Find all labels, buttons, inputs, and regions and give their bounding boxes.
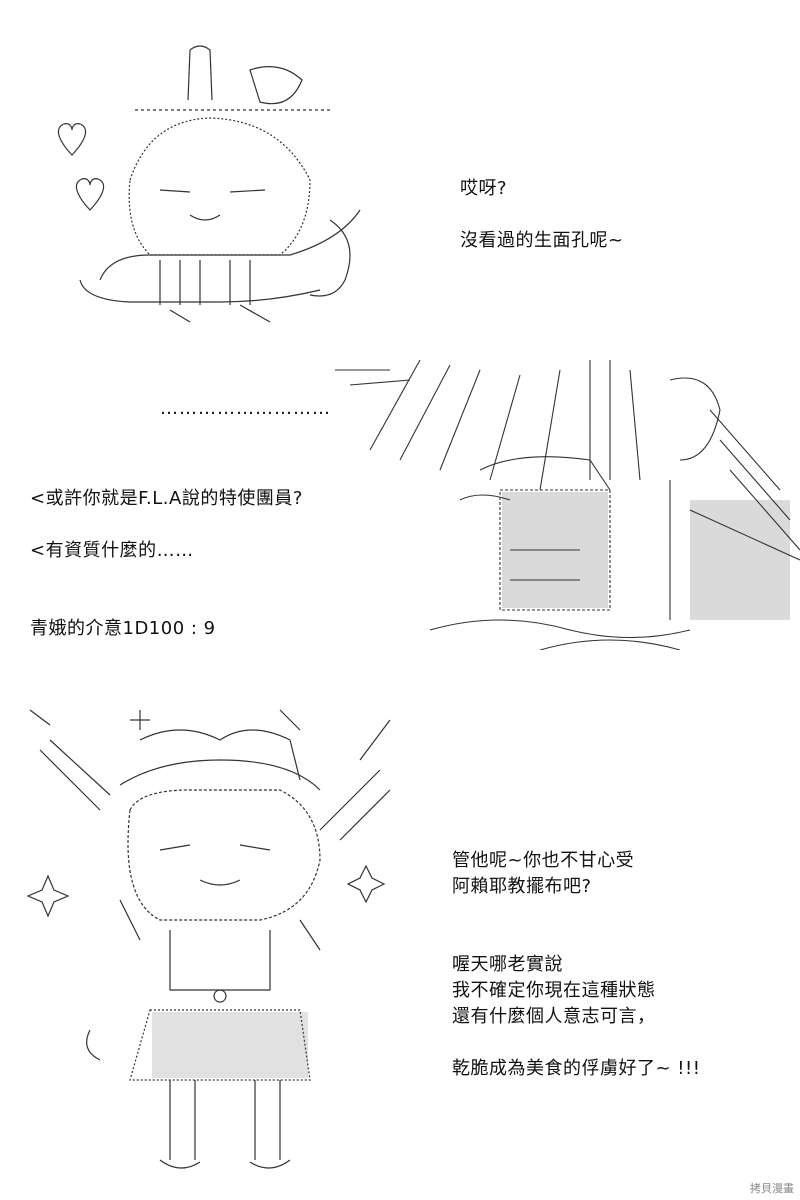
panel-1: 哎呀? 沒看過的生面孔呢~ [0, 0, 800, 340]
dialogue-line: <有資質什麼的…… [30, 540, 194, 561]
dice-roll-result: 青娥的介意1D100 : 9 [30, 618, 216, 639]
dialogue-line: 沒看過的生面孔呢~ [460, 230, 624, 251]
dialogue-line: 喔天哪老實說 [452, 954, 563, 975]
dialogue-line: 我不確定你現在這種狀態 [452, 980, 656, 1001]
ascii-art-shadowed-figure [330, 350, 800, 650]
dialogue-line: 管他呢~你也不甘心受 [452, 850, 635, 871]
dialogue-line: 哎呀? [460, 178, 508, 199]
panel-2: ……………………… <或許你就是F.L.A說的特使團員? <有資質什麼的…… 青… [0, 340, 800, 660]
dialogue-line: <或許你就是F.L.A說的特使團員? [30, 488, 303, 509]
ellipsis-line: ……………………… [160, 398, 331, 419]
dialogue-line: 阿賴耶教擺布吧? [452, 876, 592, 897]
ascii-art-girl-with-bow [40, 40, 380, 330]
sparkle-icon [348, 866, 384, 902]
watermark: 拷貝漫畫 [750, 1182, 794, 1195]
ascii-art-excited-girl [20, 700, 420, 1190]
panel-3: 管他呢~你也不甘心受 阿賴耶教擺布吧? 喔天哪老實說 我不確定你現在這種狀態 還… [0, 690, 800, 1200]
dialogue-line: 還有什麼個人意志可言， [452, 1006, 656, 1027]
sparkle-icon [28, 876, 68, 916]
heart-icon [58, 124, 85, 155]
heart-icon [76, 179, 103, 210]
dialogue-line: 乾脆成為美食的俘虜好了~ !!! [452, 1058, 701, 1079]
